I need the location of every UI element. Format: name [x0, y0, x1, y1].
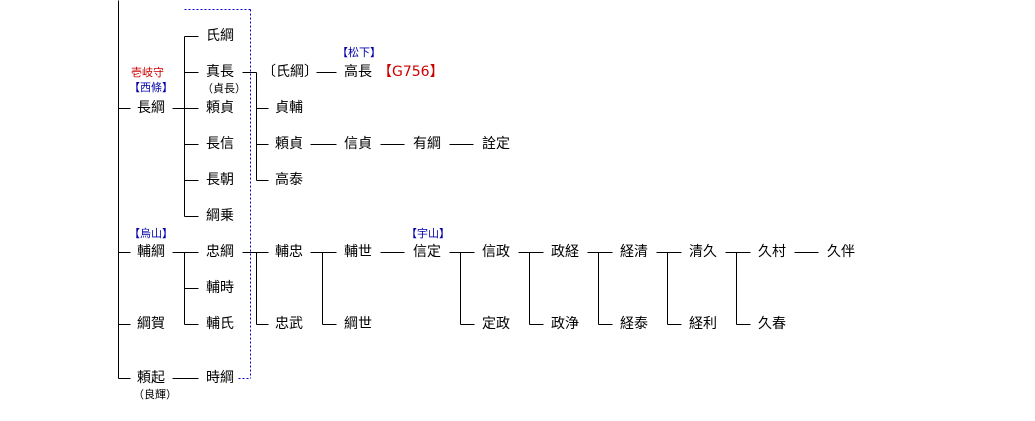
alias-sanenaga: （貞長） [202, 82, 246, 95]
person-ujitsuna: 氏綱 [206, 28, 234, 44]
person-sukeuji: 輔氏 [206, 316, 234, 332]
person-yoriki: 頼起 [137, 370, 165, 386]
person-tsunanori: 綱乗 [206, 208, 234, 224]
person-ujitsuna-bracket: 〔氏綱〕 [262, 64, 318, 80]
note-iki-no-kami: 壱岐守 [131, 66, 164, 79]
person-hisaharu: 久春 [758, 316, 786, 332]
person-tsuneyasu: 経泰 [620, 316, 648, 332]
person-takanaga: 高長 [344, 64, 372, 80]
note-matsushita: 【松下】 [337, 46, 381, 59]
person-aritsuna: 有綱 [413, 136, 441, 152]
note-karasuyama: 【烏山】 [129, 227, 173, 240]
person-masatsune: 政経 [551, 244, 579, 260]
person-tokitsuna: 時綱 [206, 370, 234, 386]
person-yorisada2: 頼貞 [275, 136, 303, 152]
ref-g756: 【G756】 [378, 64, 444, 80]
person-yorisada: 頼貞 [206, 100, 234, 116]
person-tsunekiyo: 経清 [620, 244, 648, 260]
person-sukeyo: 輔世 [344, 244, 372, 260]
person-nobusada: 信貞 [344, 136, 372, 152]
person-hisamura: 久村 [758, 244, 786, 260]
person-sukezuna: 輔綱 [137, 244, 165, 260]
person-nobusada2: 信定 [413, 244, 441, 260]
person-tsunetoshi: 経利 [689, 316, 717, 332]
person-kiyohisa: 清久 [689, 244, 717, 260]
person-suketoki: 輔時 [206, 280, 234, 296]
note-uyama: 【宇山】 [406, 227, 450, 240]
person-tsunaga: 綱賀 [137, 316, 165, 332]
person-sadamasa: 定政 [482, 316, 510, 332]
note-saijo: 【西條】 [129, 81, 173, 94]
person-nosada: 詮定 [482, 136, 510, 152]
person-naganobu: 長信 [206, 136, 234, 152]
person-nobumasa: 信政 [482, 244, 510, 260]
person-takayasu: 高泰 [275, 172, 303, 188]
person-sanenaga: 真長 [206, 64, 234, 80]
person-nagatsuna: 長綱 [137, 100, 165, 116]
person-sadasuke: 貞輔 [275, 100, 303, 116]
person-masakiyo: 政浄 [551, 316, 579, 332]
person-tsunayo: 綱世 [344, 316, 372, 332]
person-tadatake: 忠武 [275, 316, 303, 332]
person-sukatada: 輔忠 [275, 244, 303, 260]
person-nagatomo: 長朝 [206, 172, 234, 188]
person-tadatsuna: 忠綱 [206, 244, 234, 260]
person-hisatomo: 久伴 [827, 244, 855, 260]
alias-yoriki: （良輝） [133, 388, 177, 401]
